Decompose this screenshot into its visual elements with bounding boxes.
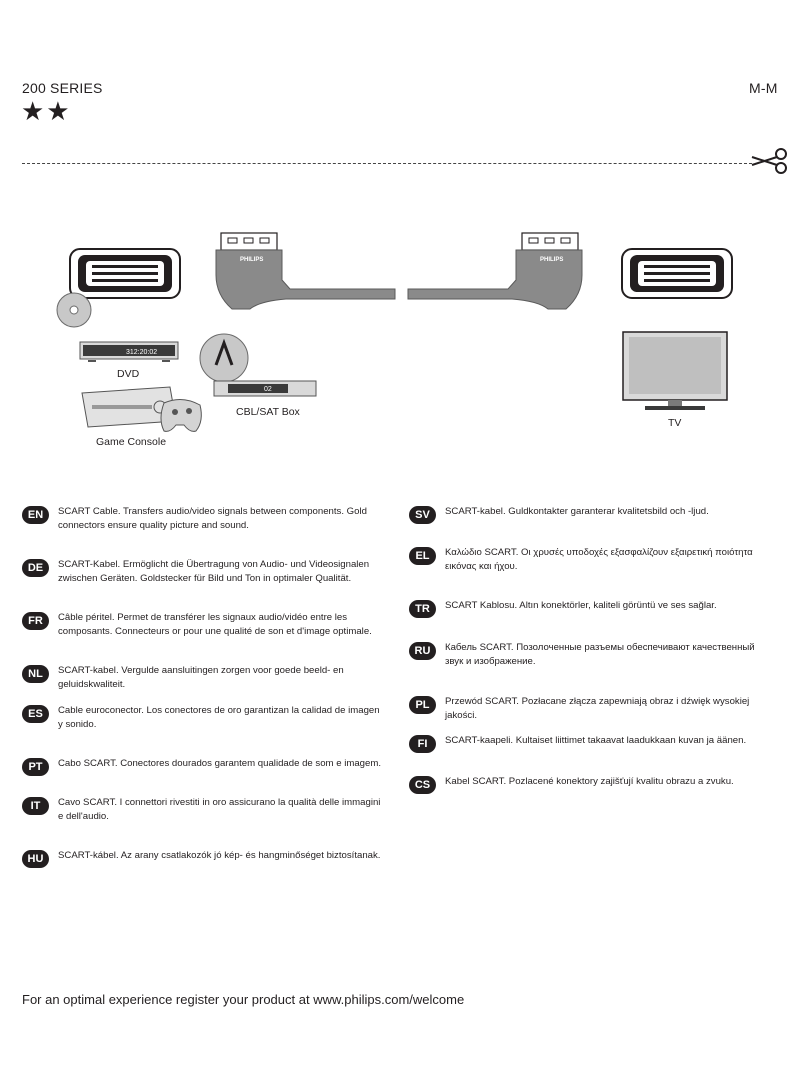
cut-line [22,163,752,164]
model-code: M-M [749,80,778,96]
lang-badge: FR [22,612,49,630]
lang-text: Kabel SCART. Pozlacené konektory zajišťu… [445,776,734,787]
scart-plug-right: PHILIPS [407,232,583,310]
lang-text: Cable euroconector. Los conectores de or… [58,705,380,730]
lang-badge: PL [409,696,436,714]
dvd-player: 312:20:02 [56,292,179,362]
tv-set [622,331,728,410]
lang-text: SCART-kaapeli. Kultaiset liittimet takaa… [445,735,747,746]
lang-text: Кабель SCART. Позолоченные разъемы обесп… [445,642,755,667]
lang-text: SCART-Kabel. Ermöglicht die Übertragung … [58,559,370,584]
scissors-icon [750,146,790,176]
svg-text:PHILIPS: PHILIPS [240,257,263,263]
rating-stars: ★★ [21,96,72,126]
lang-badge: EN [22,506,49,524]
lang-text: Cabo SCART. Conectores dourados garantem… [58,758,381,769]
lang-text: SCART-kábel. Az arany csatlakozók jó kép… [58,850,381,861]
svg-text:312:20:02: 312:20:02 [126,349,157,356]
lang-text: Cavo SCART. I connettori rivestiti in or… [58,797,381,822]
lang-badge: EL [409,547,436,565]
svg-text:PHILIPS: PHILIPS [540,257,563,263]
lang-badge: ES [22,705,49,723]
lang-badge: CS [409,776,436,794]
scart-plug-left: PHILIPS [215,232,396,310]
svg-text:02: 02 [264,386,272,393]
connection-illustration: PHILIPS PHILIPS 312:20:02 02 [56,232,733,432]
registration-footer: For an optimal experience register your … [22,992,465,1007]
lang-text: SCART-kabel. Guldkontakter garanterar kv… [445,506,709,517]
cbl-sat-label: CBL/SAT Box [236,406,300,418]
sat-box: 02 [199,333,317,397]
game-console [81,386,202,432]
lang-badge: SV [409,506,436,524]
scart-socket-left [69,248,181,299]
lang-badge: PT [22,758,49,776]
lang-text: SCART-kabel. Vergulde aansluitingen zorg… [58,665,344,690]
lang-text: SCART Cable. Transfers audio/video signa… [58,506,367,531]
lang-badge: RU [409,642,436,660]
lang-badge: HU [22,850,49,868]
tv-label: TV [668,417,682,429]
lang-text: Câble péritel. Permet de transférer les … [58,612,372,637]
game-console-label: Game Console [96,436,167,448]
series-title: 200 SERIES [22,80,103,96]
lang-text: Καλώδιο SCART. Οι χρυσές υποδοχές εξασφα… [445,547,753,572]
lang-badge: IT [22,797,49,815]
lang-text: Przewód SCART. Pozłacane złącza zapewnia… [445,696,750,721]
lang-badge: DE [22,559,49,577]
lang-badge: TR [409,600,436,618]
scart-socket-right [621,248,733,299]
lang-badge: FI [409,735,436,753]
lang-badge: NL [22,665,49,683]
dvd-label: DVD [117,368,140,380]
lang-text: SCART Kablosu. Altın konektörler, kalite… [445,600,717,611]
